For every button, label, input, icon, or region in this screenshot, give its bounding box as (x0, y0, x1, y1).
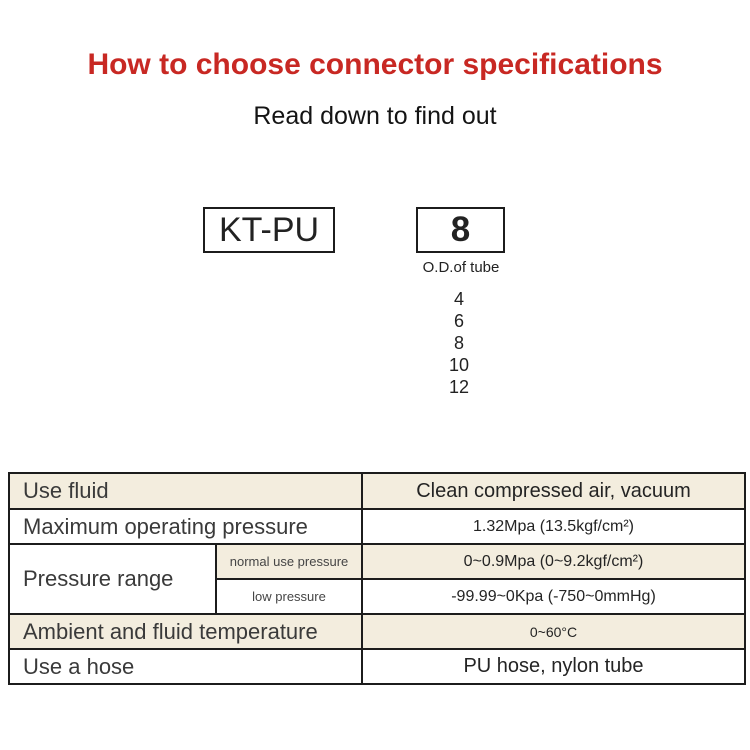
tube-size-option: 8 (453, 333, 464, 353)
tube-size-option: 6 (453, 311, 464, 331)
spec-label-use-fluid: Use fluid (8, 472, 363, 510)
table-row: Pressure range normal use pressure 0~0.9… (8, 543, 746, 615)
model-code-box: KT-PU (203, 207, 335, 253)
table-row: low pressure -99.99~0Kpa (-750~0mmHg) (9, 578, 746, 615)
spec-table: Use fluid Clean compressed air, vacuum M… (8, 472, 746, 685)
spec-label-hose: Use a hose (8, 648, 363, 685)
spec-label-pressure-range: Pressure range (8, 543, 217, 615)
tube-size-option: 12 (448, 377, 470, 397)
tube-size-box: 8 (416, 207, 505, 253)
table-row: Use fluid Clean compressed air, vacuum (8, 472, 746, 510)
tube-size-option: 10 (448, 355, 470, 375)
table-row: Maximum operating pressure 1.32Mpa (13.5… (8, 508, 746, 545)
page-subtitle: Read down to find out (253, 102, 497, 130)
table-row: Use a hose PU hose, nylon tube (8, 648, 746, 685)
page-title: How to choose connector specifications (87, 48, 663, 81)
spec-value-normal-pressure: 0~0.9Mpa (0~9.2kgf/cm²) (361, 543, 746, 580)
spec-sublabel-low-pressure: low pressure (215, 578, 363, 615)
spec-label-max-pressure: Maximum operating pressure (8, 508, 363, 545)
model-code-text: KT-PU (218, 210, 320, 249)
spec-value-use-fluid: Clean compressed air, vacuum (361, 472, 746, 510)
spec-value-hose: PU hose, nylon tube (361, 648, 746, 685)
spec-sublabel-normal-pressure: normal use pressure (215, 543, 363, 580)
tube-size-option: 4 (453, 289, 464, 309)
spec-value-temperature: 0~60°C (361, 613, 746, 650)
spec-value-low-pressure: -99.99~0Kpa (-750~0mmHg) (361, 578, 746, 615)
spec-label-temperature: Ambient and fluid temperature (8, 613, 363, 650)
spec-value-max-pressure: 1.32Mpa (13.5kgf/cm²) (361, 508, 746, 545)
tube-size-options-list: 4 6 8 10 12 (413, 288, 505, 398)
tube-size-caption: O.D.of tube (422, 259, 500, 276)
tube-size-text: 8 (450, 210, 471, 249)
table-row: Ambient and fluid temperature 0~60°C (8, 613, 746, 650)
